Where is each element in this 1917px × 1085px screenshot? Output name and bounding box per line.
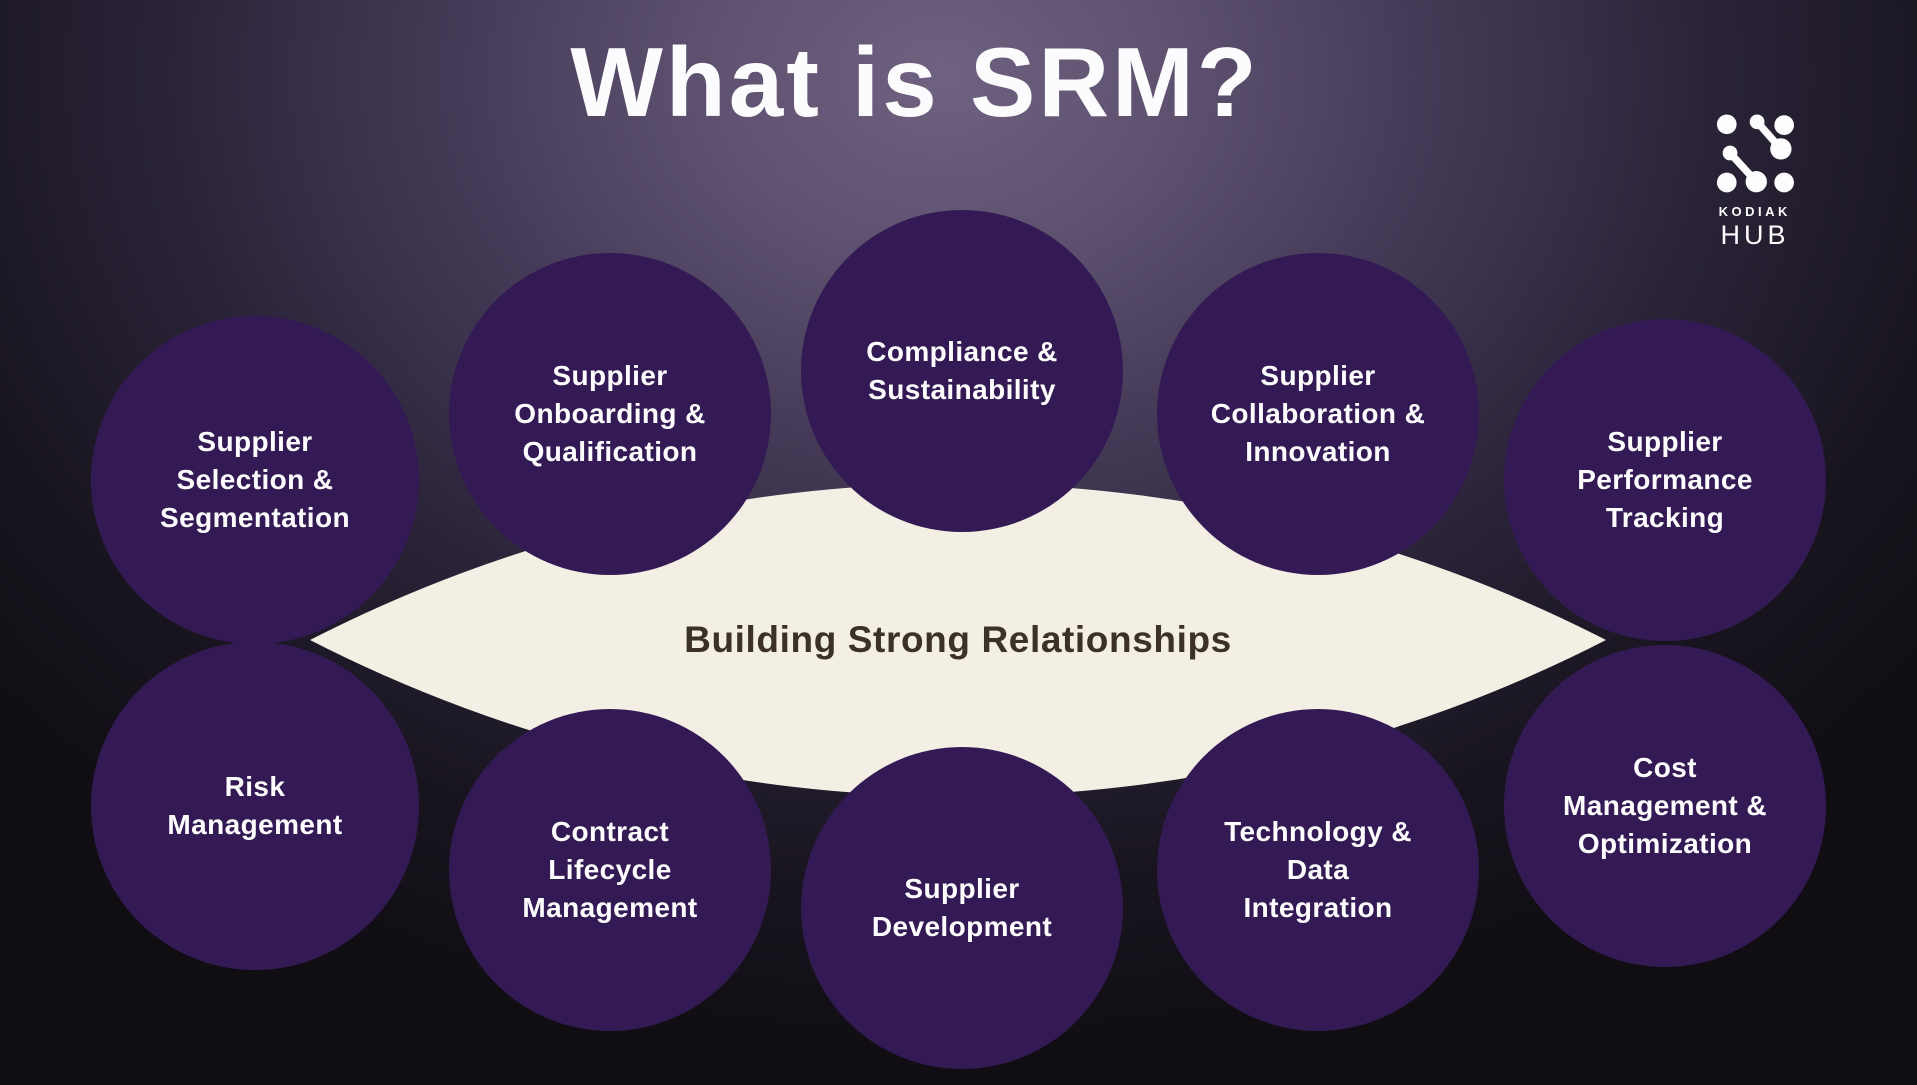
circle-label-line: Management (522, 892, 698, 924)
circle-supplier-selection-segmentation: Supplier Selection & Segmentation (91, 316, 419, 644)
circle-label-line: Segmentation (160, 502, 350, 534)
logo-dot-top-middle (1749, 114, 1765, 130)
circle-label-line: Optimization (1577, 828, 1753, 860)
logo-dot-top-left (1716, 114, 1737, 135)
circle-label-line: Integration (1243, 892, 1393, 924)
logo-dot-top-right (1774, 115, 1794, 135)
circle-label-line: Cost (1633, 751, 1697, 783)
circle-label-line: Lifecycle (548, 853, 672, 885)
circle-contract-lifecycle-management: Contract Lifecycle Management (449, 709, 771, 1031)
circle-label-line: Data (1286, 853, 1350, 885)
logo-dot-middle-right (1770, 138, 1792, 160)
page-title: What is SRM? (570, 27, 1260, 137)
circle-supplier-performance-tracking: Supplier Performance Tracking (1504, 319, 1826, 641)
circle-compliance-sustainability: Compliance & Sustainability (801, 210, 1123, 532)
circle-label-line: Management & (1563, 789, 1767, 821)
kodiak-hub-logo: KODIAK HUB (1697, 112, 1809, 251)
circle-label-line: Contract (550, 815, 670, 847)
circle-label-line: Technology & (1224, 815, 1412, 847)
circle-label-line: Sustainability (868, 374, 1056, 405)
logo-brand-top: KODIAK (1718, 204, 1791, 219)
circle-supplier-onboarding-qualification: Supplier Onboarding & Qualification (449, 253, 771, 575)
kodiak-hub-dots-icon (1716, 114, 1794, 193)
circle-label-line: Management (167, 809, 343, 840)
circle-label-line: Compliance & (866, 335, 1058, 367)
circle-label-line: Onboarding & (514, 397, 706, 429)
circle-risk-management: Risk Management (91, 642, 419, 970)
logo-dot-middle-left (1722, 145, 1738, 161)
logo-brand-bottom: HUB (1720, 220, 1790, 250)
circle-supplier-collaboration-innovation: Supplier Collaboration & Innovation (1157, 253, 1479, 575)
circle-label-line: Innovation (1245, 436, 1391, 468)
circle-label-line: Development (871, 911, 1053, 942)
circle-label-line: Selection & (176, 463, 334, 495)
circle-label-line: Supplier (904, 872, 1020, 904)
circle-label-line: Qualification (522, 436, 698, 468)
circle-label-line: Collaboration & (1210, 397, 1426, 429)
circle-supplier-development: Supplier Development (801, 747, 1123, 1069)
circle-label-line: Tracking (1605, 502, 1725, 534)
circle-label-line: Supplier (552, 359, 668, 391)
circle-cost-management-optimization: Cost Management & Optimization (1504, 645, 1826, 967)
circle-label-line: Performance (1577, 463, 1753, 495)
logo-dot-bottom-middle (1745, 171, 1767, 193)
logo-dot-bottom-right (1774, 172, 1794, 193)
center-lens-label: Building Strong Relationships (684, 619, 1232, 660)
circle-technology-data-integration: Technology & Data Integration (1157, 709, 1479, 1031)
circle-label-line: Supplier (1607, 425, 1723, 457)
circle-label-line: Risk (224, 770, 286, 802)
logo-dot-bottom-left (1716, 172, 1737, 193)
circle-label-line: Supplier (197, 425, 313, 457)
circle-label-line: Supplier (1260, 359, 1376, 391)
